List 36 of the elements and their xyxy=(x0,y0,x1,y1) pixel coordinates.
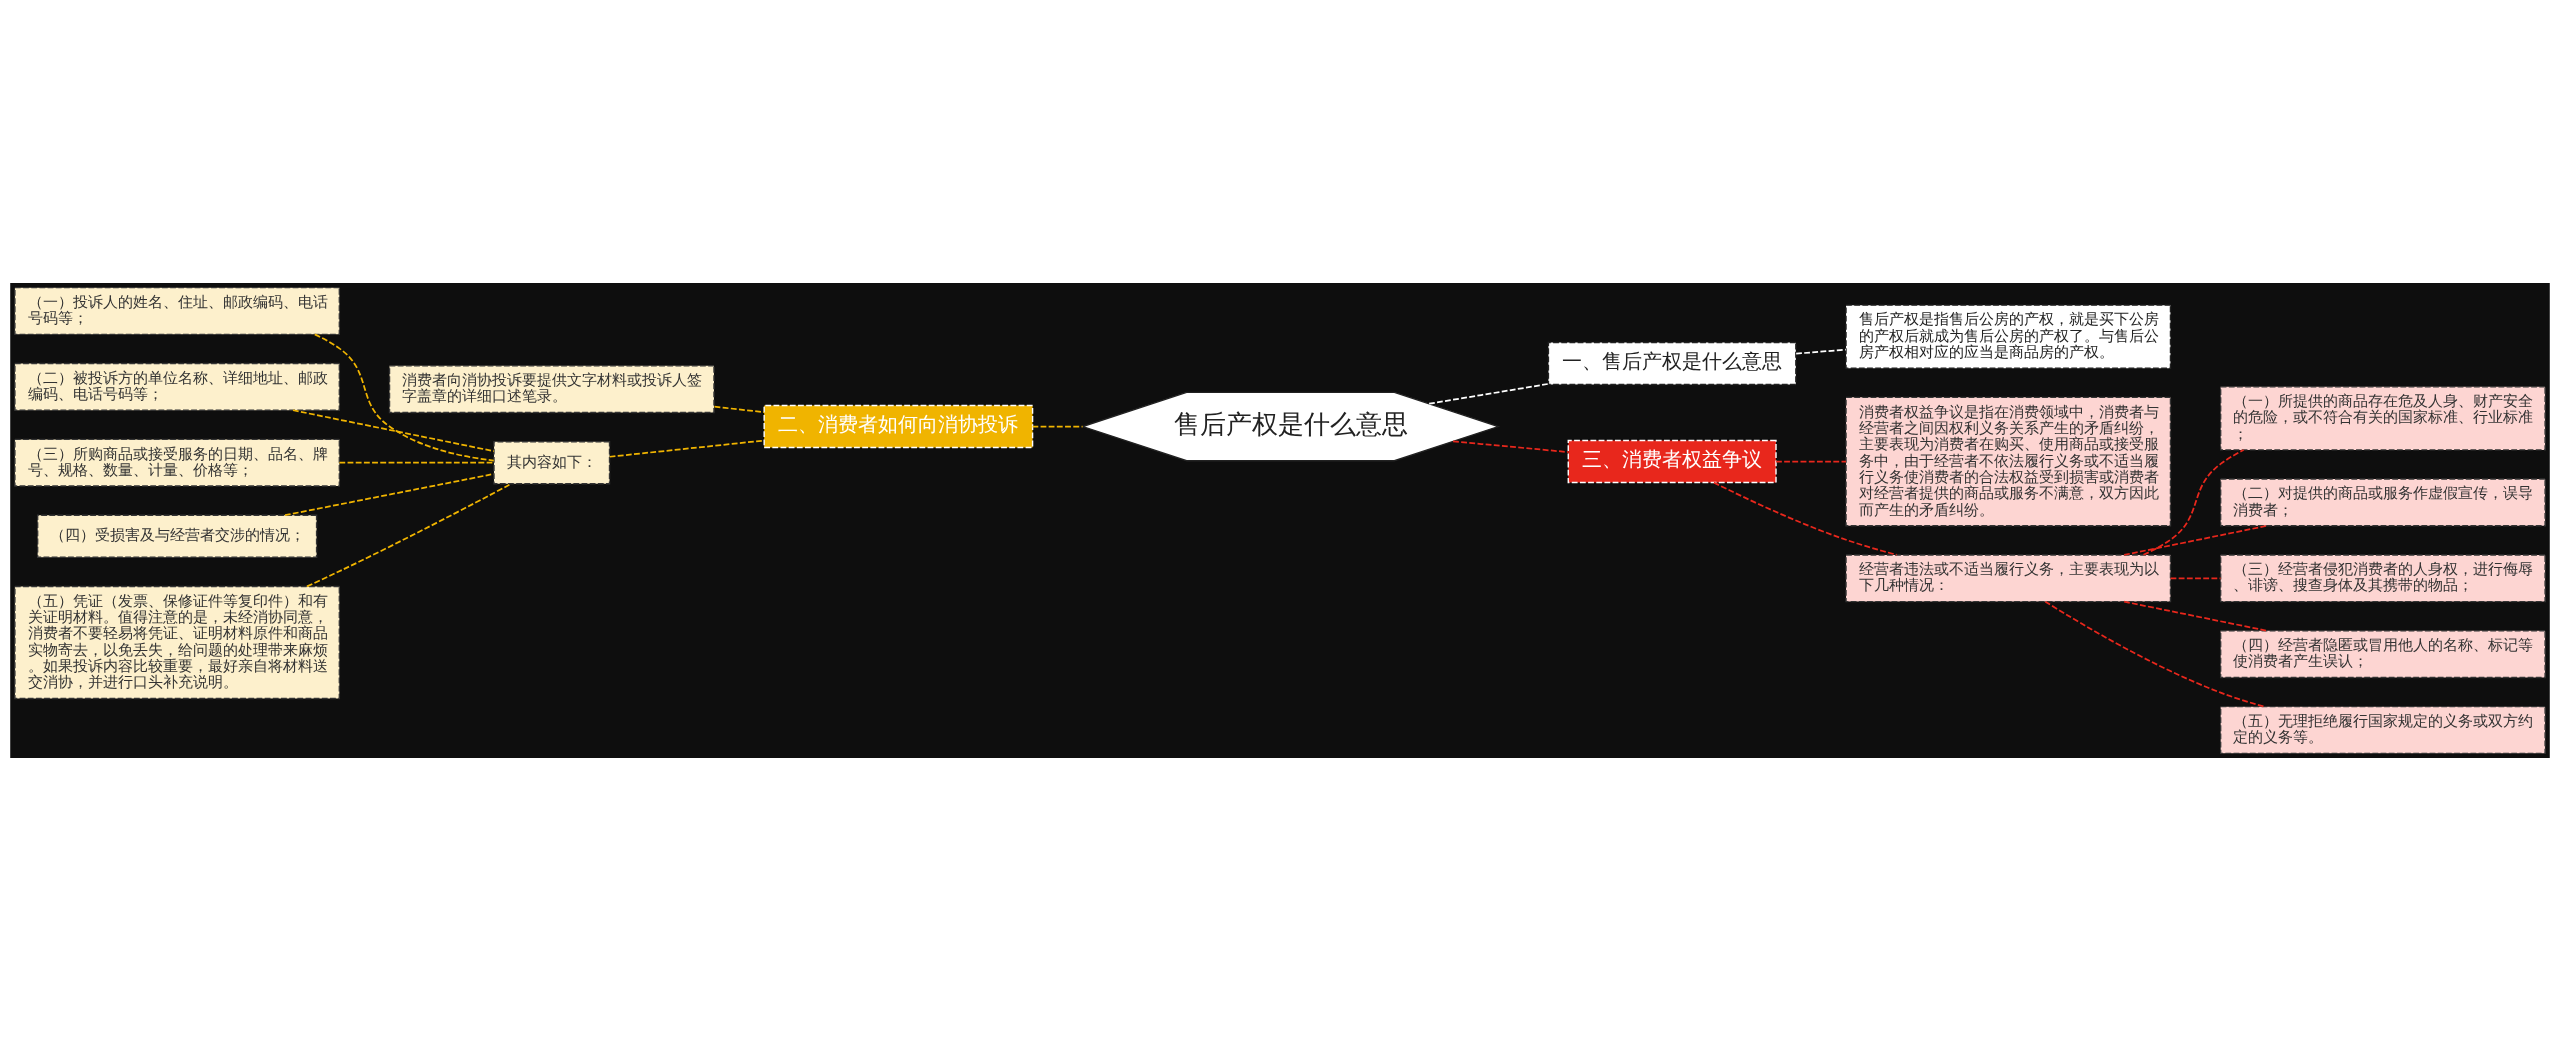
connector xyxy=(2044,600,2265,707)
node-box: 一、售后产权是什么意思 xyxy=(1547,341,1797,385)
node-box: 消费者权益争议是指在消费领域中，消费者与经营者之间因权利义务关系产生的矛盾纠纷，主要表现为消费者在购买、使用商品或接受服务中，由于经营者不依法履行义务或不适当履行义务使消费者的合法权益受到损害或消费者对经营者提供的商品或服务不满意，双方因此而产生的矛盾纠纷。 xyxy=(1845,396,2172,526)
connector xyxy=(2123,600,2268,632)
connector xyxy=(292,408,495,452)
connector xyxy=(1452,440,1569,453)
connector xyxy=(2169,576,2222,579)
connector xyxy=(2142,448,2245,556)
node-box: （二）被投诉方的单位名称、详细地址、邮政编码、电话号码等； xyxy=(14,362,341,411)
node-box: （一）投诉人的姓名、住址、邮政编码、电话号码等； xyxy=(14,286,341,335)
node-box: （三）经营者侵犯消费者的人身权，进行侮辱、诽谤、搜查身体及其携带的物品； xyxy=(2219,553,2546,602)
connector xyxy=(608,439,765,458)
connector xyxy=(1795,348,1847,354)
node-box: （二）对提供的商品或服务作虚假宣传，误导消费者； xyxy=(2219,477,2546,526)
node-box: 三、消费者权益争议 xyxy=(1567,439,1777,483)
node-box: （四）受损害及与经营者交涉的情况； xyxy=(36,514,318,558)
connector xyxy=(1031,425,1084,427)
node-box: 售后产权是指售后公房的产权，就是买下公房的产权后就成为售后公房的产权了。与售后公房产权相对应的应当是商品房的产权。 xyxy=(1845,303,2172,369)
node-box: （五）凭证（发票、保修证件等复印件）和有关证明材料。值得注意的是，未经消协同意，消费者不要轻易将凭证、证明材料原件和商品实物寄去，以免丢失，给问题的处理带来麻烦。如果投诉内容比较重要，最好亲自将材料送交消协，并进行口头补充说明。 xyxy=(14,585,341,699)
connector xyxy=(2123,524,2268,556)
node-box: 消费者向消协投诉要提供文字材料或投诉人签字盖章的详细口述笔录。 xyxy=(388,364,715,413)
node-box: （四）经营者隐匿或冒用他人的名称、标记等使消费者产生误认； xyxy=(2219,629,2546,678)
node-box: 经营者违法或不适当履行义务，主要表现为以下几种情况： xyxy=(1845,553,2172,602)
connector xyxy=(306,482,513,587)
connector xyxy=(284,472,495,516)
node-box: （三）所购商品或接受服务的日期、品名、牌号、规格、数量、计量、价格等； xyxy=(14,438,341,487)
connector xyxy=(713,405,765,413)
node-box: （五）无理拒绝履行国家规定的义务或双方约定的义务等。 xyxy=(2219,705,2546,754)
connector xyxy=(1775,460,1847,462)
node-box: （一）所提供的商品存在危及人身、财产安全的危险，或不符合有关的国家标准、行业标准； xyxy=(2219,385,2546,451)
connector xyxy=(313,333,495,461)
node-box: 二、消费者如何向消协投诉 xyxy=(763,404,1034,448)
node-box: 其内容如下： xyxy=(493,440,611,484)
connector xyxy=(1713,481,1898,556)
connector xyxy=(1428,382,1550,405)
connector xyxy=(338,461,495,464)
